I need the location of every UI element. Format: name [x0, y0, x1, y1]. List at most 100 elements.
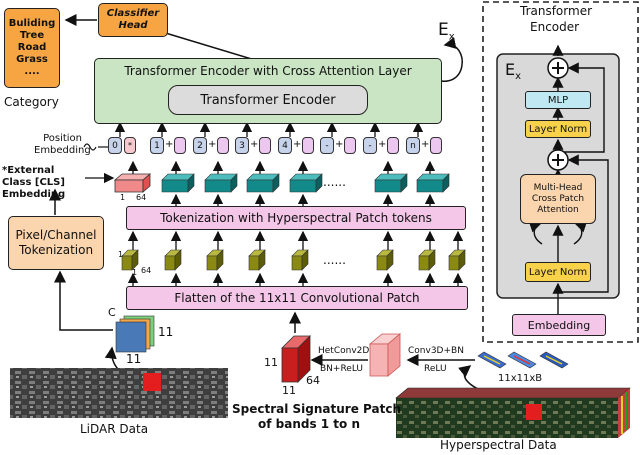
position-embedding-wave	[83, 143, 97, 151]
token-pair: 1+	[150, 137, 187, 154]
category-item: Buliding	[8, 18, 56, 29]
olive-cuboid	[291, 249, 309, 271]
token-pair: 0*	[108, 137, 136, 154]
position-token: 3	[235, 137, 249, 154]
tokenization-bar: Tokenization with Hyperspectral Patch to…	[126, 206, 466, 230]
encoder-detail-frame	[482, 1, 639, 343]
patch-token	[302, 137, 315, 154]
lidar-image	[10, 368, 228, 418]
tokenization-arrows	[170, 193, 436, 206]
classifier-head: Classifier Head	[98, 3, 168, 37]
lidar-11-bottom: 11	[126, 352, 142, 366]
mlp-block: MLP	[525, 91, 591, 109]
olive-cuboid	[376, 249, 394, 271]
conv-cuboid	[368, 333, 402, 377]
dim-1-label: 1	[120, 193, 126, 202]
plus-sign: +	[421, 139, 430, 150]
encoder-detail-flow	[528, 44, 609, 314]
patch-token	[430, 137, 443, 154]
conv3d-label: Conv3D+BN	[408, 346, 464, 356]
position-token: 1	[150, 137, 164, 154]
plus-sign: +	[250, 139, 259, 150]
olive-cuboid	[418, 249, 436, 271]
encoder-detail-title-2: Encoder	[530, 20, 580, 34]
position-token: 2	[193, 137, 207, 154]
inner-transformer-encoder: Transformer Encoder	[168, 85, 368, 115]
relu-label: ReLU	[424, 364, 447, 374]
category-item: ....	[24, 66, 40, 77]
plus-sign: +	[165, 139, 174, 150]
patch-token: *	[124, 137, 136, 154]
position-token: n	[406, 137, 420, 154]
olive-cuboid	[121, 249, 139, 271]
encoder-detail-ex: Ex	[505, 60, 522, 83]
position-token: -	[363, 137, 377, 154]
layer-norm-bottom: Layer Norm	[525, 262, 591, 282]
teal-cuboid	[161, 173, 195, 193]
dim-1-label-lower: 1	[118, 250, 124, 259]
patch-token	[259, 137, 272, 154]
olive-cuboid	[248, 249, 266, 271]
dim-64-label-lower: 64	[141, 266, 152, 275]
plus-sign: +	[208, 139, 217, 150]
encoder-detail-title-1: Transformer	[520, 4, 593, 18]
position-embedding-label: Position Embedding	[34, 133, 91, 156]
category-box: Buliding Tree Road Grass ....	[4, 8, 60, 88]
lower-cuboid-arrows	[127, 230, 464, 250]
upper-dots: ......	[323, 175, 346, 189]
spectral-label-2: of bands 1 to n	[258, 417, 361, 431]
pixel-channel-tokenization: Pixel/Channel Tokenization	[8, 216, 104, 270]
spectral-11-bottom: 11	[282, 384, 296, 397]
patch-token	[174, 137, 187, 154]
position-token: -	[320, 137, 334, 154]
position-token: 0	[108, 137, 122, 154]
teal-cuboid	[416, 173, 450, 193]
flatten-bar: Flatten of the 11x11 Convolutional Patch	[126, 286, 468, 310]
teal-cuboid	[374, 173, 408, 193]
spectral-label-1: Spectral Signature Patch	[232, 402, 401, 416]
spectral-cuboid	[281, 335, 311, 383]
spectral-64: 64	[306, 374, 320, 387]
lidar-patch-stack	[115, 315, 155, 353]
patch-token	[217, 137, 230, 154]
dim-1-label-lower-b: 1	[132, 268, 138, 277]
patch-token	[344, 137, 357, 154]
position-token: 4	[278, 137, 292, 154]
teal-cuboid-group	[161, 173, 450, 193]
plus-sign: +	[293, 139, 302, 150]
plus-sign: +	[378, 139, 387, 150]
hyper-cubes	[477, 351, 569, 369]
lower-dots: ......	[323, 253, 346, 267]
dim-64-label: 64	[136, 193, 147, 202]
token-pair: -+	[320, 137, 357, 154]
category-item: Tree	[19, 30, 45, 41]
token-pair: -+	[363, 137, 400, 154]
teal-cuboid	[289, 173, 323, 193]
olive-cuboid	[164, 249, 182, 271]
ext-cls-label: *External Class [CLS] Embedding	[2, 165, 66, 200]
patch-token	[387, 137, 400, 154]
hyperspectral-label: Hyperspectral Data	[440, 438, 557, 452]
teal-cuboid	[204, 173, 238, 193]
lidar-data-label: LiDAR Data	[80, 422, 149, 436]
olive-cuboid	[206, 249, 224, 271]
token-pair: 4+	[278, 137, 315, 154]
token-to-encoder-arrows	[114, 121, 424, 137]
olive-cuboid	[448, 249, 466, 271]
hyperspectral-image	[395, 387, 631, 438]
ex-loop-label: Ex	[438, 20, 455, 43]
category-label: Category	[4, 95, 59, 109]
teal-cuboid	[246, 173, 280, 193]
category-item: Road	[17, 42, 47, 53]
category-item: Grass	[16, 54, 48, 65]
lidar-c-label: C	[108, 306, 116, 319]
spectral-11-left: 11	[264, 356, 278, 369]
multi-head-attention: Multi-Head Cross Patch Attention	[520, 174, 596, 224]
upper-cuboids	[113, 173, 152, 193]
flatten-arrows	[127, 272, 464, 286]
embedding-block: Embedding	[512, 314, 606, 336]
plus-sign: +	[335, 139, 344, 150]
hetconv-label: HetConv2D	[318, 346, 370, 356]
cube-label: 11x11xB	[498, 373, 543, 384]
lidar-patch-arrow	[54, 270, 113, 331]
